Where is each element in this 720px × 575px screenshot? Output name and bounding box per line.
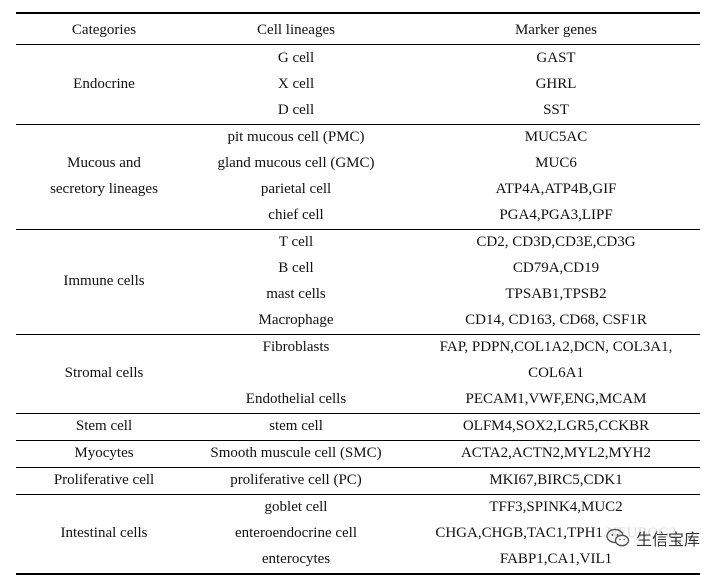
lineage-cell: enteroendocrine cell [234, 525, 357, 541]
lineage-cell: Endothelial cells [245, 391, 347, 407]
marker-genes-cell: COL6A1 [528, 365, 584, 381]
lineage-cell: goblet cell [264, 499, 328, 515]
marker-genes-cell: ACTA2,ACTN2,MYL2,MYH2 [460, 445, 652, 461]
group-rule [16, 440, 700, 441]
category-cell: Mucous and secretory lineages [16, 150, 192, 202]
group-rule [16, 413, 700, 414]
lineage-cell: Macrophage [258, 312, 334, 328]
marker-genes-cell: CD2, CD3D,CD3E,CD3G [476, 234, 636, 250]
lineage-cell: stem cell [269, 418, 323, 434]
group-rule [16, 124, 700, 125]
category-line: Mucous and [67, 155, 141, 171]
lineage-cell: chief cell [268, 207, 324, 223]
table-top-rule [16, 12, 700, 14]
lineage-cell: Smooth muscule cell (SMC) [210, 445, 382, 461]
group-rule [16, 229, 700, 230]
wechat-icon [606, 528, 630, 547]
lineage-cell: D cell [277, 102, 315, 118]
marker-genes-cell: TFF3,SPINK4,MUC2 [489, 499, 623, 515]
marker-genes-cell: MUC5AC [524, 129, 588, 145]
marker-genes-cell: MKI67,BIRC5,CDK1 [489, 472, 623, 488]
lineage-cell: X cell [277, 76, 315, 92]
lineage-cell: parietal cell [260, 181, 332, 197]
lineage-cell: gland mucous cell (GMC) [217, 155, 375, 171]
lineage-cell: B cell [278, 260, 314, 276]
category-cell: Stem cell [75, 418, 133, 434]
lineage-cell: enterocytes [261, 551, 331, 567]
header-categories: Categories [71, 22, 137, 38]
category-cell: Myocytes [74, 445, 134, 461]
watermark: 生信宝库 [601, 525, 704, 551]
marker-genes-cell: PGA4,PGA3,LIPF [499, 207, 613, 223]
category-cell: Immune cells [63, 273, 145, 289]
marker-genes-cell: TPSAB1,TPSB2 [505, 286, 607, 302]
lineage-cell: mast cells [266, 286, 326, 302]
lineage-cell [176, 360, 416, 386]
category-line: secretory lineages [50, 181, 158, 197]
header-marker-genes: Marker genes [514, 22, 598, 38]
marker-genes-cell: PECAM1,VWF,ENG,MCAM [465, 391, 647, 407]
marker-genes-cell: ATP4A,ATP4B,GIF [495, 181, 617, 197]
group-rule [16, 494, 700, 495]
marker-genes-cell: FAP, PDPN,COL1A2,DCN, COL3A1, [439, 339, 673, 355]
header-rule [16, 44, 700, 45]
watermark-text: 生信宝库 [635, 530, 700, 549]
marker-genes-cell: FABP1,CA1,VIL1 [499, 551, 613, 567]
lineage-cell: pit mucous cell (PMC) [227, 129, 365, 145]
category-cell: Stromal cells [64, 365, 144, 381]
category-cell: Intestinal cells [60, 525, 148, 541]
category-cell: Proliferative cell [53, 472, 155, 488]
marker-genes-cell: CD14, CD163, CD68, CSF1R [465, 312, 647, 328]
marker-genes-cell: CD79A,CD19 [512, 260, 600, 276]
group-rule [16, 334, 700, 335]
lineage-cell: T cell [278, 234, 314, 250]
header-cell-lineages: Cell lineages [257, 22, 335, 38]
lineage-cell: Fibroblasts [262, 339, 330, 355]
lineage-cell: proliferative cell (PC) [230, 472, 362, 488]
marker-genes-cell: OLFM4,SOX2,LGR5,CCKBR [462, 418, 650, 434]
group-rule [16, 467, 700, 468]
lineage-cell: G cell [277, 50, 315, 66]
marker-genes-cell: SST [543, 102, 569, 118]
marker-genes-cell: GAST [536, 50, 576, 66]
marker-genes-cell: GHRL [535, 76, 577, 92]
category-cell: Endocrine [73, 76, 135, 92]
marker-genes-cell: MUC6 [535, 155, 577, 171]
